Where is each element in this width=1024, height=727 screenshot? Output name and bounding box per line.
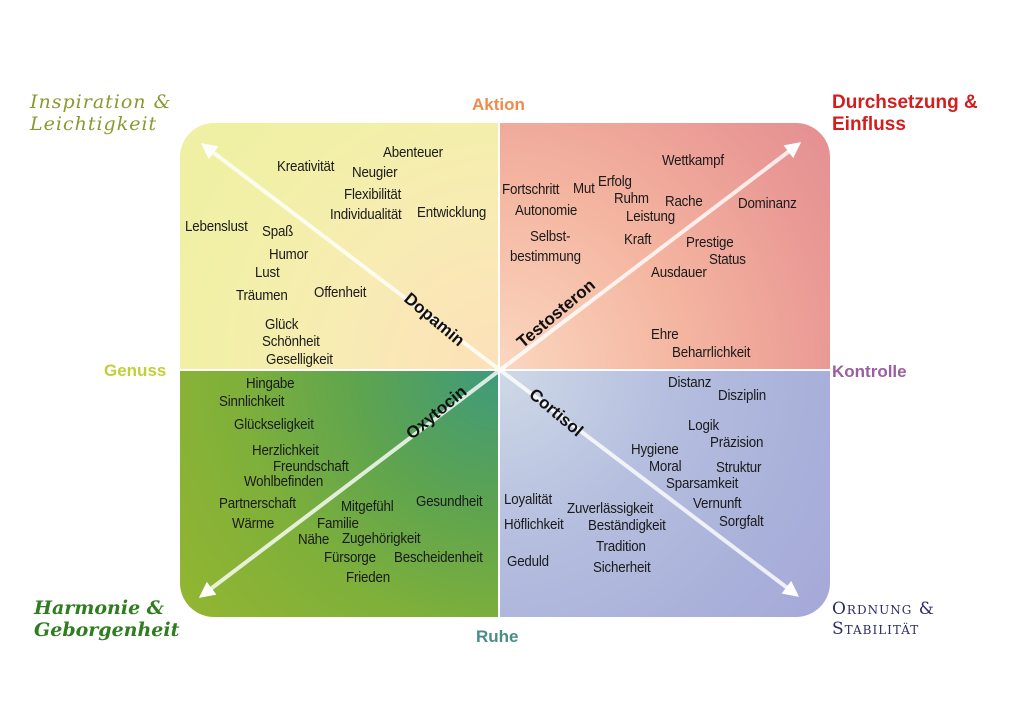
word-rache: Rache [665,194,703,210]
word-distanz: Distanz [668,375,712,391]
word-sorgfalt: Sorgfalt [719,514,764,530]
word-ehre: Ehre [651,327,679,343]
word-mut: Mut [573,181,595,197]
word-logik: Logik [688,418,719,434]
word-bestaendigkeit: Beständigkeit [588,518,666,534]
word-bescheidenheit: Bescheidenheit [394,550,483,566]
word-dominanz: Dominanz [738,196,797,212]
word-partnerschaft: Partnerschaft [219,496,296,512]
word-hygiene: Hygiene [631,442,679,458]
corner-label-inspiration: Inspiration &Leichtigkeit [30,91,172,135]
word-struktur: Struktur [716,460,762,476]
word-traeumen: Träumen [236,288,288,304]
word-sicherheit: Sicherheit [593,560,651,576]
word-kreativitaet: Kreativität [277,159,335,175]
word-geduld: Geduld [507,554,549,570]
word-beharrlichkeit: Beharrlichkeit [672,345,751,361]
word-praezision: Präzision [710,435,764,451]
axis-label-left: Genuss [104,361,167,380]
word-sparsamkeit: Sparsamkeit [666,476,739,492]
word-disziplin: Disziplin [718,388,767,404]
word-lebenslust: Lebenslust [185,219,248,235]
word-fortschritt: Fortschritt [502,182,560,198]
word-loyalitaet: Loyalität [504,492,553,508]
word-selbst: Selbst- [530,229,571,245]
word-individualitaet: Individualität [330,207,402,223]
axis-label-bottom: Ruhe [476,627,519,646]
word-zugehoerigkeit: Zugehörigkeit [342,531,421,547]
word-sinnlichkeit: Sinnlichkeit [219,394,285,410]
word-mitgefuehl: Mitgefühl [341,499,394,515]
word-wettkampf: Wettkampf [662,153,724,169]
word-prestige: Prestige [686,235,734,251]
word-erfolg: Erfolg [598,174,632,190]
word-entwicklung: Entwicklung [417,205,487,221]
word-kraft: Kraft [624,232,652,248]
diagonal-oxytocin-testosteron [198,142,802,598]
word-geselligkeit: Geselligkeit [266,352,333,368]
word-offenheit: Offenheit [314,285,367,301]
word-hingabe: Hingabe [246,376,295,392]
word-abenteuer: Abenteuer [383,145,443,161]
word-autonomie: Autonomie [515,203,578,219]
word-freundschaft: Freundschaft [273,459,349,475]
word-moral: Moral [649,459,682,475]
axis-label-top: Aktion [472,95,525,114]
corner-label-ordnung: Ordnung &Stabilität [832,599,935,639]
word-neugier: Neugier [352,165,398,181]
word-leistung: Leistung [626,209,675,225]
word-wohlbefinden: Wohlbefinden [244,474,324,490]
word-lust: Lust [255,265,280,281]
word-frieden: Frieden [346,570,390,586]
word-herzlichkeit: Herzlichkeit [252,443,319,459]
word-glueckseligkeit: Glückseligkeit [234,417,314,433]
word-tradition: Tradition [596,539,646,555]
word-waerme: Wärme [232,516,275,532]
word-bestimmung: bestimmung [510,249,581,265]
word-humor: Humor [269,247,309,263]
word-glueck: Glück [265,317,299,333]
word-gesundheit: Gesundheit [416,494,483,510]
word-naehe: Nähe [298,532,330,548]
corner-label-durchsetzung: Durchsetzung &Einfluss [832,92,978,135]
corner-label-harmonie: Harmonie &Geborgenheit [34,597,180,641]
word-ruhm: Ruhm [614,191,649,207]
word-vernunft: Vernunft [693,496,742,512]
word-familie: Familie [317,516,359,532]
word-status: Status [709,252,746,268]
word-zuverlaessigkeit: Zuverlässigkeit [567,501,654,517]
word-ausdauer: Ausdauer [651,265,707,281]
word-flexibilitaet: Flexibilität [344,187,402,203]
word-schoenheit: Schönheit [262,334,320,350]
word-fuersorge: Fürsorge [324,550,376,566]
axis-label-right: Kontrolle [832,362,907,381]
word-spass: Spaß [262,224,294,240]
word-hoeflichkeit: Höflichkeit [504,517,564,533]
